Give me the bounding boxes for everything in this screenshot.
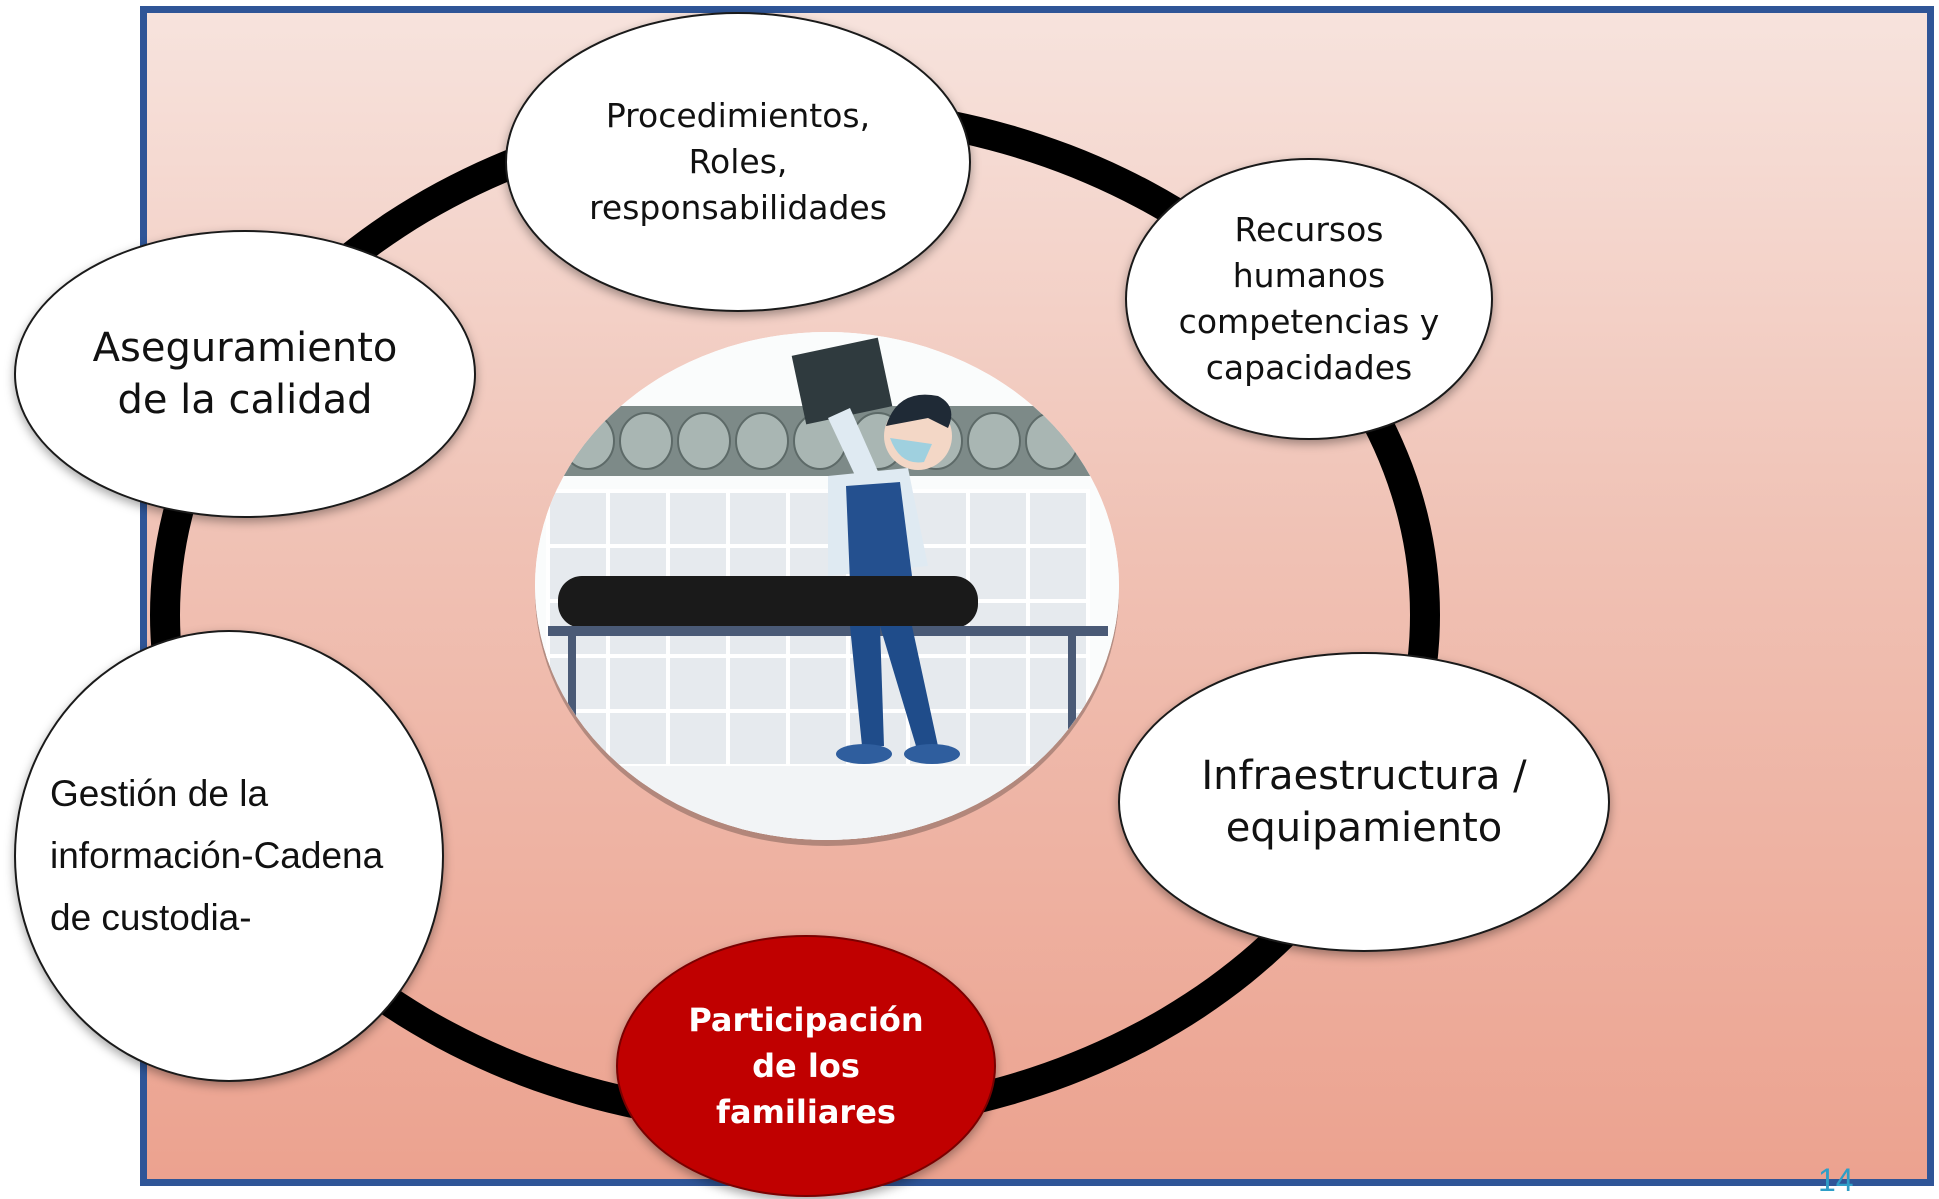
node-infraestructura-label: Infraestructura / equipamiento [1201,753,1527,851]
node-participacion-label: Participación de los familiares [688,1001,924,1131]
node-recursos-humanos: Recursos humanos competencias y capacida… [1125,158,1493,440]
forensic-examiner-illustration [535,332,1119,846]
node-aseguramiento-calidad: Aseguramiento de la calidad [14,230,476,518]
page-number: 14 [1818,1162,1854,1198]
node-participacion-familiares: Participación de los familiares [616,935,996,1197]
node-gestion-label: Gestión de la información-Cadena de cust… [50,773,384,938]
node-infraestructura: Infraestructura / equipamiento [1118,652,1610,952]
node-gestion-informacion: Gestión de la información-Cadena de cust… [14,630,444,1082]
node-procedimientos-label: Procedimientos, Roles, responsabilidades [589,96,887,227]
node-procedimientos: Procedimientos, Roles, responsabilidades [505,12,971,312]
node-calidad-label: Aseguramiento de la calidad [92,325,398,423]
node-recursos-label: Recursos humanos competencias y capacida… [1178,210,1440,387]
